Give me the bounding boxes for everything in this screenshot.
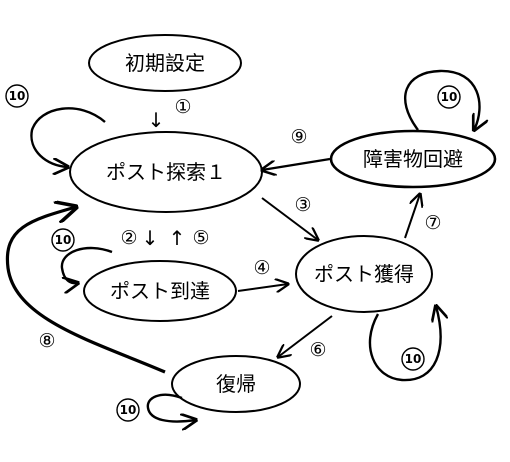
- arrow-up-glyph: ↑: [169, 226, 186, 250]
- edge-label-10: 10: [437, 85, 461, 109]
- edge-label-10: 10: [51, 228, 75, 252]
- node-initial-setup-label: 初期設定: [125, 51, 205, 75]
- edge-8: ⑧: [5, 207, 166, 374]
- edge-label-7: ⑦: [424, 212, 441, 234]
- node-post-acquire-label: ポスト獲得: [314, 262, 414, 286]
- edge-label-9: ⑨: [290, 126, 307, 148]
- edge-label-10: 10: [5, 84, 29, 108]
- node-post-acquire: ポスト獲得: [295, 235, 433, 313]
- svg-text:10: 10: [120, 403, 137, 417]
- svg-text:10: 10: [9, 89, 26, 103]
- edge-label-8: ⑧: [38, 330, 55, 352]
- node-initial-setup: 初期設定: [88, 34, 242, 92]
- edge-label-2: ②: [120, 227, 137, 249]
- self-loop-obstacle-avoid: 10: [403, 69, 479, 130]
- edge-label-1: ①: [174, 96, 191, 118]
- edge-label-10: 10: [401, 347, 425, 371]
- edge-2-5: ② ↓ ↑ ⑤: [120, 226, 209, 250]
- node-return-label: 復帰: [216, 372, 256, 396]
- svg-text:10: 10: [55, 233, 72, 247]
- edge-label-6: ⑥: [309, 339, 326, 361]
- self-loop-post-search: 10: [5, 84, 106, 167]
- arrow-down-glyph: ↓: [148, 108, 165, 132]
- edge-label-5: ⑤: [192, 227, 209, 249]
- node-post-search: ポスト探索１: [69, 131, 263, 213]
- arrow-down-glyph: ↓: [142, 226, 159, 250]
- edge-7: ⑦: [404, 194, 442, 239]
- node-post-search-label: ポスト探索１: [106, 160, 226, 184]
- self-loop-post-arrival: 10: [51, 228, 113, 283]
- self-loop-post-acquire: 10: [368, 306, 441, 382]
- node-obstacle-avoid: 障害物回避: [329, 129, 497, 189]
- node-post-arrival: ポスト到達: [83, 260, 237, 322]
- edge-4: ④: [237, 257, 288, 291]
- edge-1: ↓ ①: [148, 96, 192, 132]
- edge-label-4: ④: [253, 257, 270, 279]
- edge-9: ⑨: [262, 126, 331, 170]
- svg-text:10: 10: [405, 352, 422, 366]
- edge-6: ⑥: [278, 315, 333, 361]
- node-return: 復帰: [171, 355, 301, 413]
- edge-3: ③: [261, 194, 318, 240]
- node-post-arrival-label: ポスト到達: [110, 279, 210, 303]
- self-loop-return: 10: [116, 393, 196, 422]
- edge-label-10: 10: [116, 398, 140, 422]
- edge-label-3: ③: [294, 194, 311, 216]
- node-obstacle-avoid-label: 障害物回避: [363, 147, 463, 171]
- svg-text:10: 10: [441, 90, 458, 104]
